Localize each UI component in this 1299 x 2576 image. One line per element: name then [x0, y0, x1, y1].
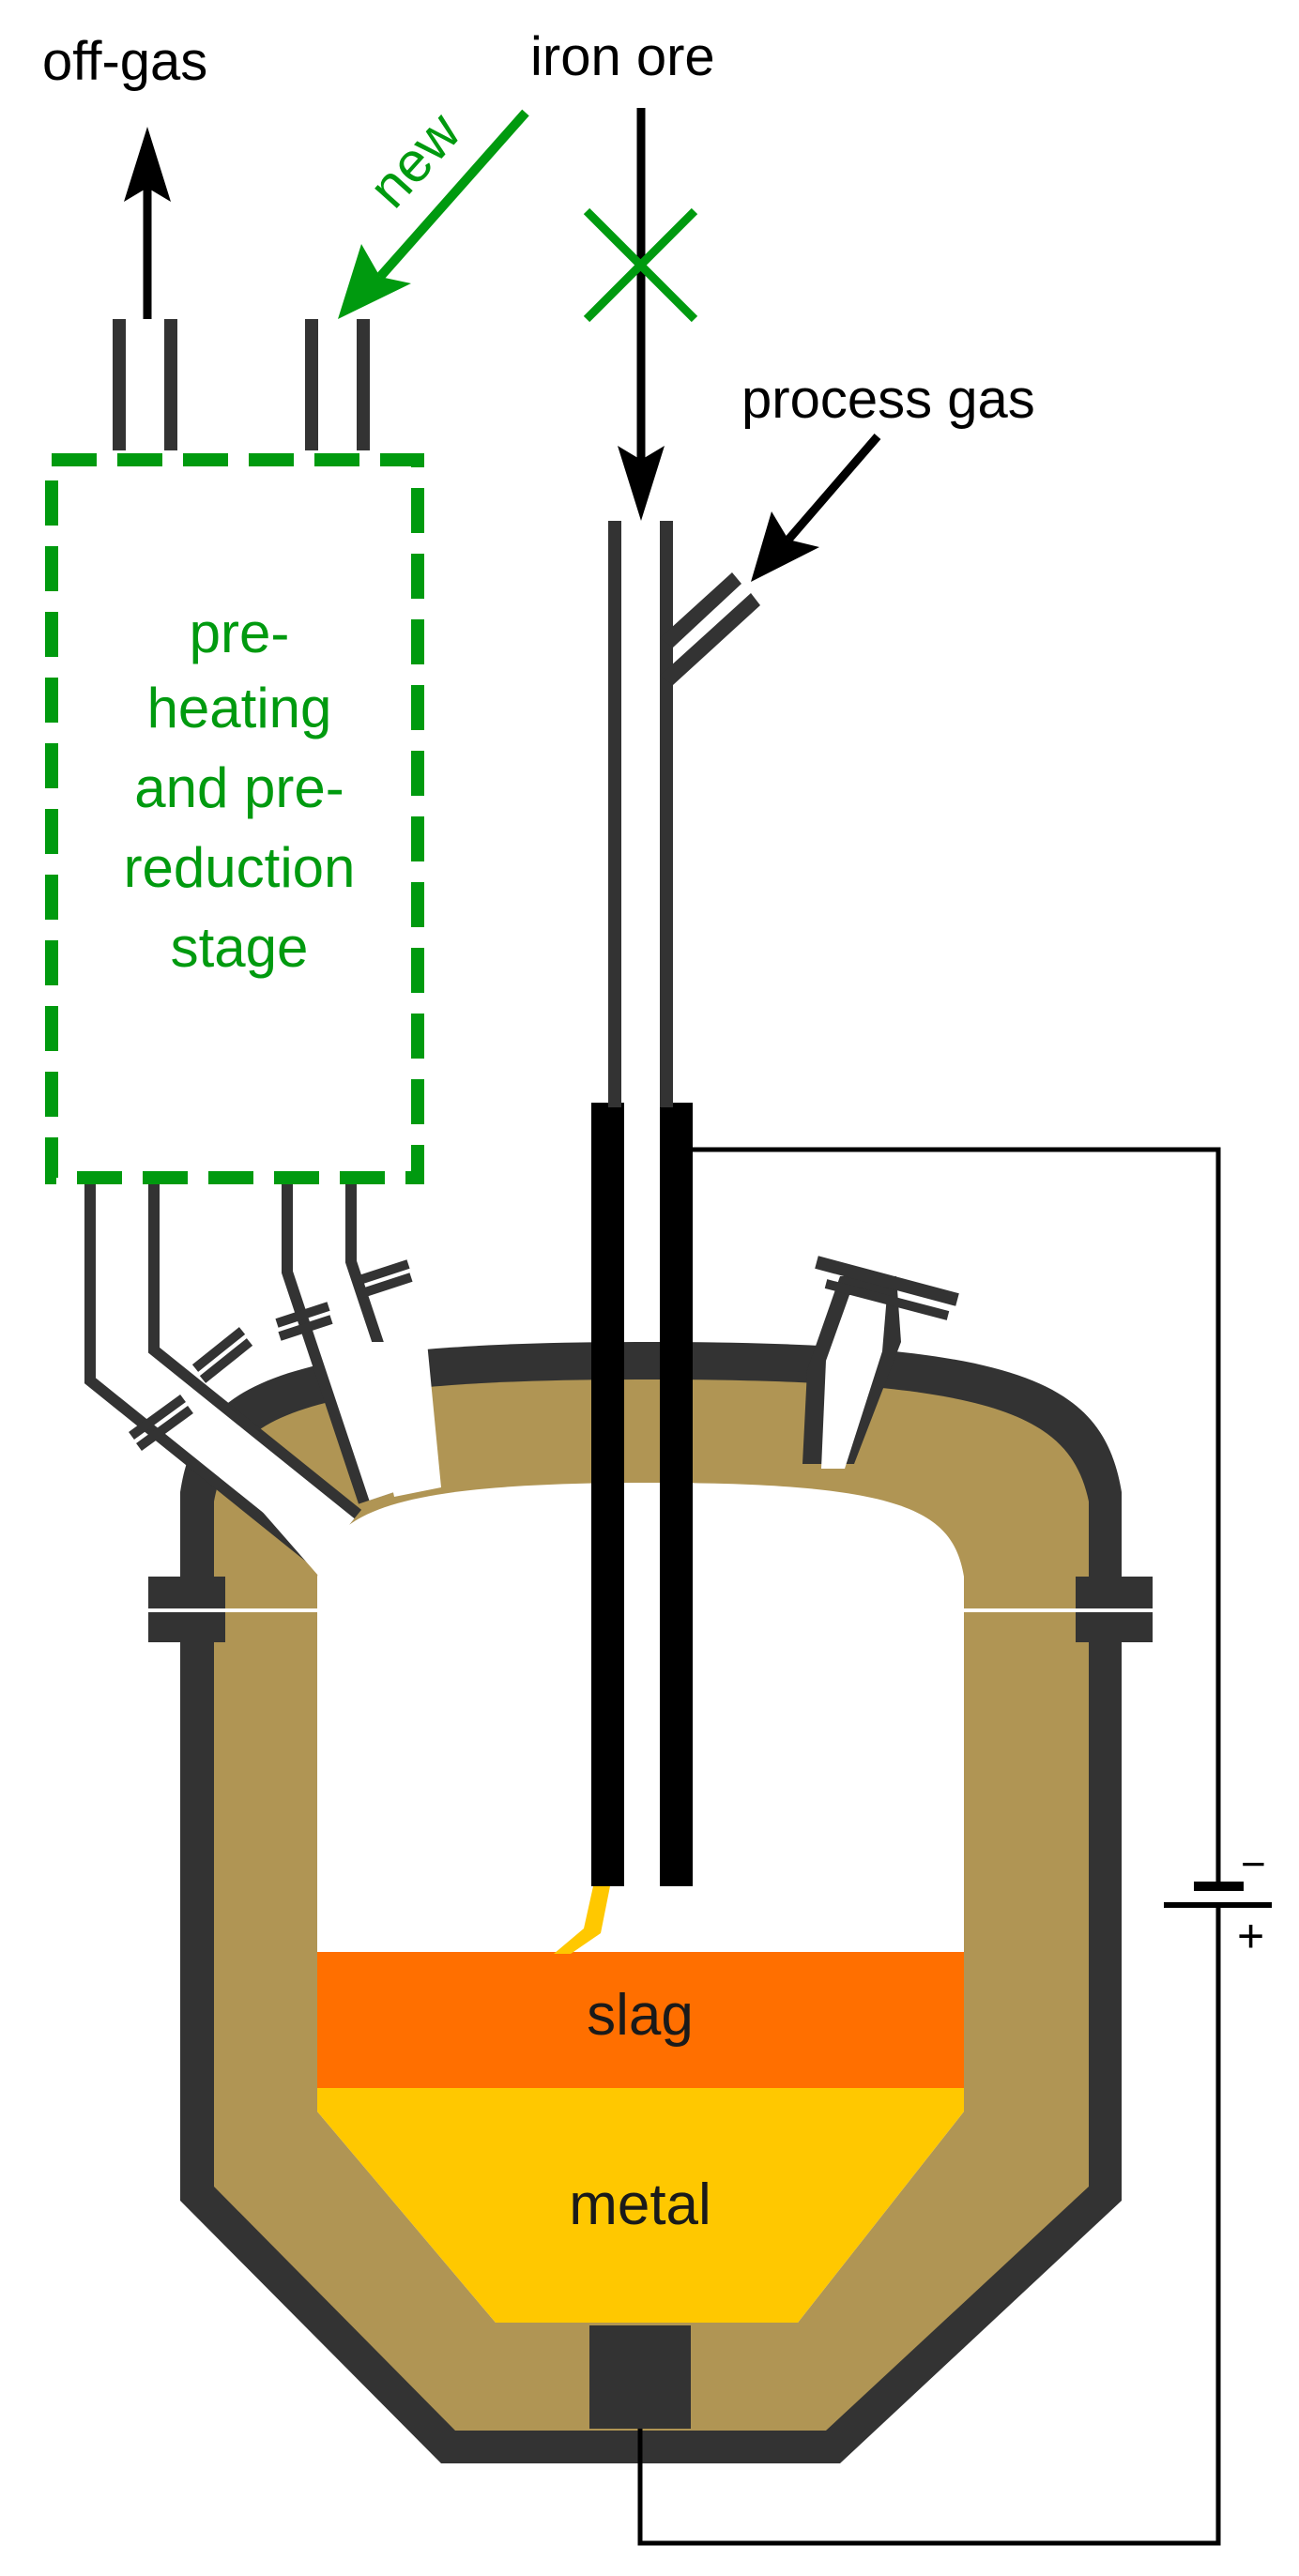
duct-left-inner [96, 1182, 355, 1560]
prestage-line-5: stage [171, 916, 309, 979]
new-arrow-shaft [376, 109, 529, 281]
electrode-right-wall [660, 1103, 693, 1886]
label-battery-minus: − [1241, 1839, 1266, 1888]
feed-pipe-right [660, 521, 673, 1107]
prestage-line-4: reduction [124, 836, 356, 899]
duct-right-inner [293, 1182, 420, 1501]
hollow-electrode [554, 521, 760, 1954]
wire-top [693, 1147, 1221, 1867]
feed-pipe-left [608, 521, 621, 1107]
electric-circuit [637, 1147, 1221, 2546]
arrows [124, 108, 881, 582]
slag-layer [317, 1952, 964, 2088]
battery-symbol [1164, 1867, 1272, 1933]
prestage-label: pre- heating and pre- reduction stage [124, 602, 356, 979]
label-metal: metal [569, 2172, 711, 2237]
bottom-electrode [589, 2325, 691, 2429]
wire-bottom [637, 1933, 1221, 2546]
label-iron-ore: iron ore [530, 26, 715, 87]
duct-opening-right [361, 1342, 441, 1497]
label-battery-plus: + [1237, 1910, 1264, 1962]
duct-opening-left [253, 1464, 366, 1577]
label-process-gas: process gas [741, 369, 1035, 430]
prestage-stubs [113, 319, 370, 450]
gas-ducts [84, 1182, 430, 1569]
offgas-arrow-head [124, 127, 171, 202]
process-gas-arrow-head [751, 511, 819, 582]
prestage-line-1: pre- [190, 602, 290, 664]
ore-arrow-head [618, 446, 665, 521]
label-off-gas: off-gas [42, 31, 207, 92]
process-gas-branch [660, 572, 741, 648]
metal-bath [317, 2088, 964, 2323]
ore-stream [554, 1886, 610, 1954]
electrode-left-wall [591, 1103, 624, 1886]
process-gas-branch-2 [660, 593, 760, 685]
prestage-box [45, 453, 424, 1184]
prestage-line-2: heating [147, 677, 332, 739]
furnace-vessel [148, 1342, 1153, 2463]
process-gas-arrow-shaft [785, 434, 881, 542]
cross-mark-b [583, 207, 698, 323]
prestage-line-3: and pre- [134, 756, 344, 819]
label-slag: slag [587, 1983, 694, 2048]
charging-port [802, 1256, 959, 1469]
duct-flanges [129, 1259, 413, 1452]
label-new: new [357, 100, 473, 220]
new-arrow-head [338, 244, 411, 319]
